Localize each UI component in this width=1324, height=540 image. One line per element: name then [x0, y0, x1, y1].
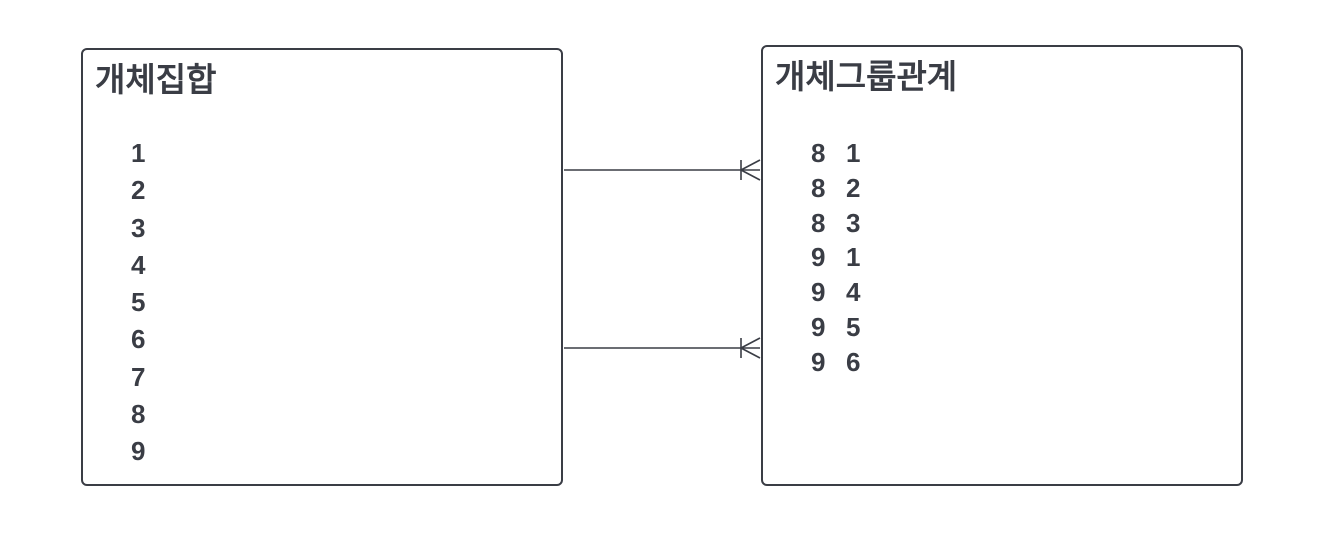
relationship-line[interactable] — [564, 159, 761, 181]
relationship-line[interactable] — [564, 337, 761, 359]
group-id-cell: 9 — [811, 242, 826, 273]
table-row: 5 — [131, 284, 166, 321]
table-row: 6 — [131, 321, 166, 358]
table-row: 3 — [131, 210, 166, 247]
id-cell: 2 — [131, 175, 146, 206]
crowfoot-prong-upper — [740, 337, 761, 349]
member-id-cell: 5 — [846, 311, 861, 342]
group-id-cell: 8 — [811, 172, 826, 203]
id-cell: 8 — [131, 399, 146, 430]
member-id-cell: 6 — [846, 346, 861, 377]
id-cell: 4 — [131, 249, 146, 280]
id-cell: 1 — [131, 138, 146, 168]
id-cell: 9 — [131, 436, 146, 467]
table-row: 2 — [131, 172, 166, 209]
group-id-cell: 8 — [811, 138, 826, 168]
table-row: 4 — [131, 247, 166, 284]
group-relation-rows: 8 1 8 2 8 3 9 1 9 4 9 5 9 6 — [811, 136, 881, 380]
table-row: 8 2 — [811, 171, 881, 206]
table-row: 8 1 — [811, 136, 881, 171]
entity-set-rows: 1 2 3 4 5 6 7 8 9 — [131, 135, 166, 471]
table-row: 9 1 — [811, 240, 881, 275]
id-cell: 7 — [131, 361, 146, 392]
table-row: 8 3 — [811, 206, 881, 241]
table-row: 9 6 — [811, 345, 881, 380]
member-id-cell: 3 — [846, 207, 861, 238]
table-row: 8 — [131, 396, 166, 433]
id-cell: 6 — [131, 324, 146, 355]
member-id-cell: 2 — [846, 172, 861, 203]
table-row: 9 5 — [811, 310, 881, 345]
member-id-cell: 4 — [846, 277, 861, 308]
crowfoot-prong-lower — [740, 169, 761, 181]
id-cell: 5 — [131, 287, 146, 318]
group-relation-box[interactable]: 개체그룹관계 8 1 8 2 8 3 9 1 9 4 9 5 9 6 — [761, 45, 1243, 486]
entity-set-title: 개체집합 — [95, 60, 217, 99]
member-id-cell: 1 — [846, 138, 861, 168]
member-id-cell: 1 — [846, 242, 861, 273]
table-row: 9 — [131, 433, 166, 470]
group-id-cell: 9 — [811, 277, 826, 308]
group-id-cell: 8 — [811, 207, 826, 238]
crowfoot-prong-lower — [740, 347, 761, 359]
table-row: 9 4 — [811, 275, 881, 310]
group-id-cell: 9 — [811, 346, 826, 377]
table-row: 7 — [131, 359, 166, 396]
crowfoot-prong-upper — [740, 159, 761, 171]
group-id-cell: 9 — [811, 311, 826, 342]
table-row: 1 — [131, 135, 166, 172]
entity-set-box[interactable]: 개체집합 1 2 3 4 5 6 7 8 9 — [81, 48, 563, 486]
group-relation-title: 개체그룹관계 — [775, 57, 958, 96]
id-cell: 3 — [131, 212, 146, 243]
